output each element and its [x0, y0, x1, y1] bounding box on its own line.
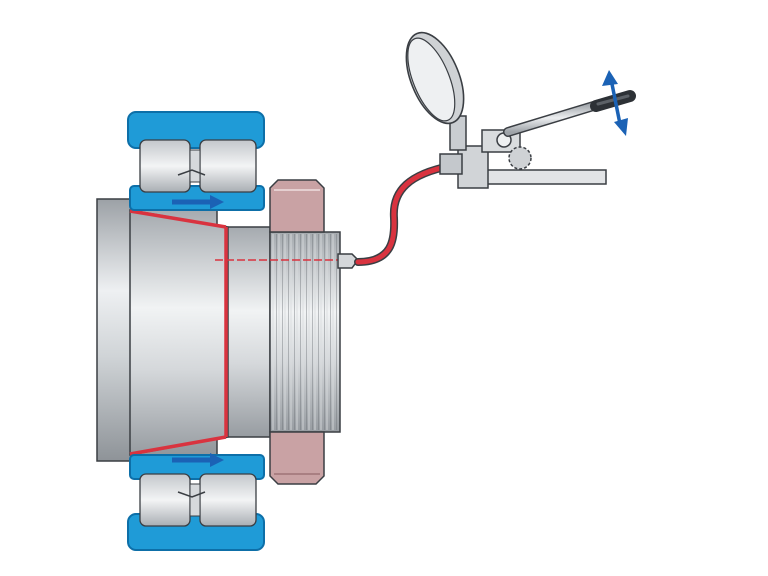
- roller-top-right: [199, 139, 257, 193]
- sleeve-taper: [129, 209, 229, 456]
- hydraulic-pump: [405, 31, 636, 189]
- oil-film: [129, 209, 345, 456]
- pump-gear: [508, 146, 532, 170]
- nut-top: [269, 179, 325, 233]
- adapter-sleeve: [129, 209, 341, 456]
- thread-pattern: [272, 234, 338, 430]
- roller-bottom-left: [139, 473, 191, 527]
- pressure-gauge-icon: [405, 31, 465, 125]
- roller-top-left: [139, 139, 191, 193]
- pump-base: [477, 169, 607, 185]
- roller-bottom-right: [199, 473, 257, 527]
- double-arrow-icon: [602, 70, 628, 136]
- nut-bottom: [269, 431, 325, 485]
- oil-film-bottom: [129, 435, 227, 456]
- bearing-top: [127, 111, 265, 211]
- axial-movement-arrows: [172, 195, 224, 467]
- outer-ring-top: [127, 111, 265, 149]
- bearing-bottom: [127, 454, 265, 551]
- oil-hose: [354, 162, 454, 266]
- lock-nut: [269, 179, 325, 485]
- oil-film-top: [129, 209, 227, 229]
- sleeve-neck: [227, 226, 271, 438]
- inner-ring-bottom: [129, 454, 265, 480]
